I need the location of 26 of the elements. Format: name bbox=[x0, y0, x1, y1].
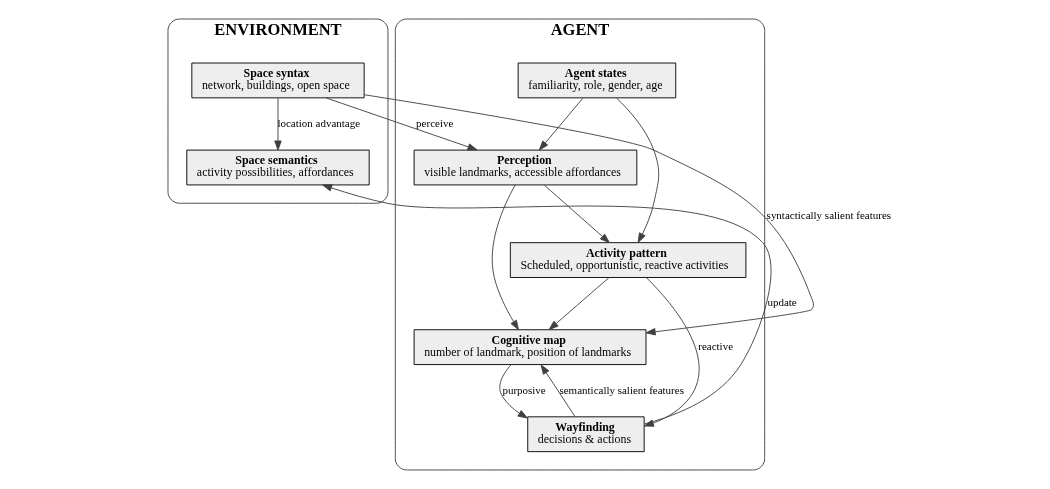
edge-label: reactive bbox=[698, 340, 734, 352]
edge-label: syntactically salient features bbox=[766, 209, 892, 222]
arrow bbox=[643, 277, 700, 427]
node-box: Space syntax network, buildings, open space bbox=[191, 62, 365, 99]
arrow bbox=[322, 184, 772, 425]
arrow bbox=[540, 364, 576, 418]
arrow bbox=[538, 97, 584, 151]
edge-label: perceive bbox=[416, 116, 454, 129]
node-box: Wayfinding decisions & actions bbox=[527, 416, 645, 453]
arrow bbox=[274, 97, 282, 151]
arrow bbox=[499, 364, 528, 419]
node-box: Cognitive map number of landmark, position of landmarks bbox=[413, 329, 647, 366]
arrow bbox=[364, 94, 814, 336]
node-box: Activity pattern Scheduled, opportunistic, reactive activities bbox=[509, 242, 747, 278]
arrow bbox=[548, 277, 610, 331]
node-box: Agent states familiarity, role, gender, age bbox=[517, 62, 677, 99]
arrow bbox=[325, 97, 478, 151]
edge-label: update bbox=[767, 296, 797, 309]
edge-label: purposive bbox=[502, 383, 546, 396]
arrow bbox=[491, 184, 519, 331]
edge-label: semantically salient features bbox=[559, 383, 684, 396]
arrow bbox=[543, 184, 610, 244]
arrow bbox=[616, 97, 660, 243]
edge-label: location advantage bbox=[277, 116, 361, 129]
node-box: Perception visible landmarks, accessible affordances bbox=[413, 149, 638, 186]
node-box: Space semantics activity possibilities, affordances bbox=[186, 149, 370, 186]
